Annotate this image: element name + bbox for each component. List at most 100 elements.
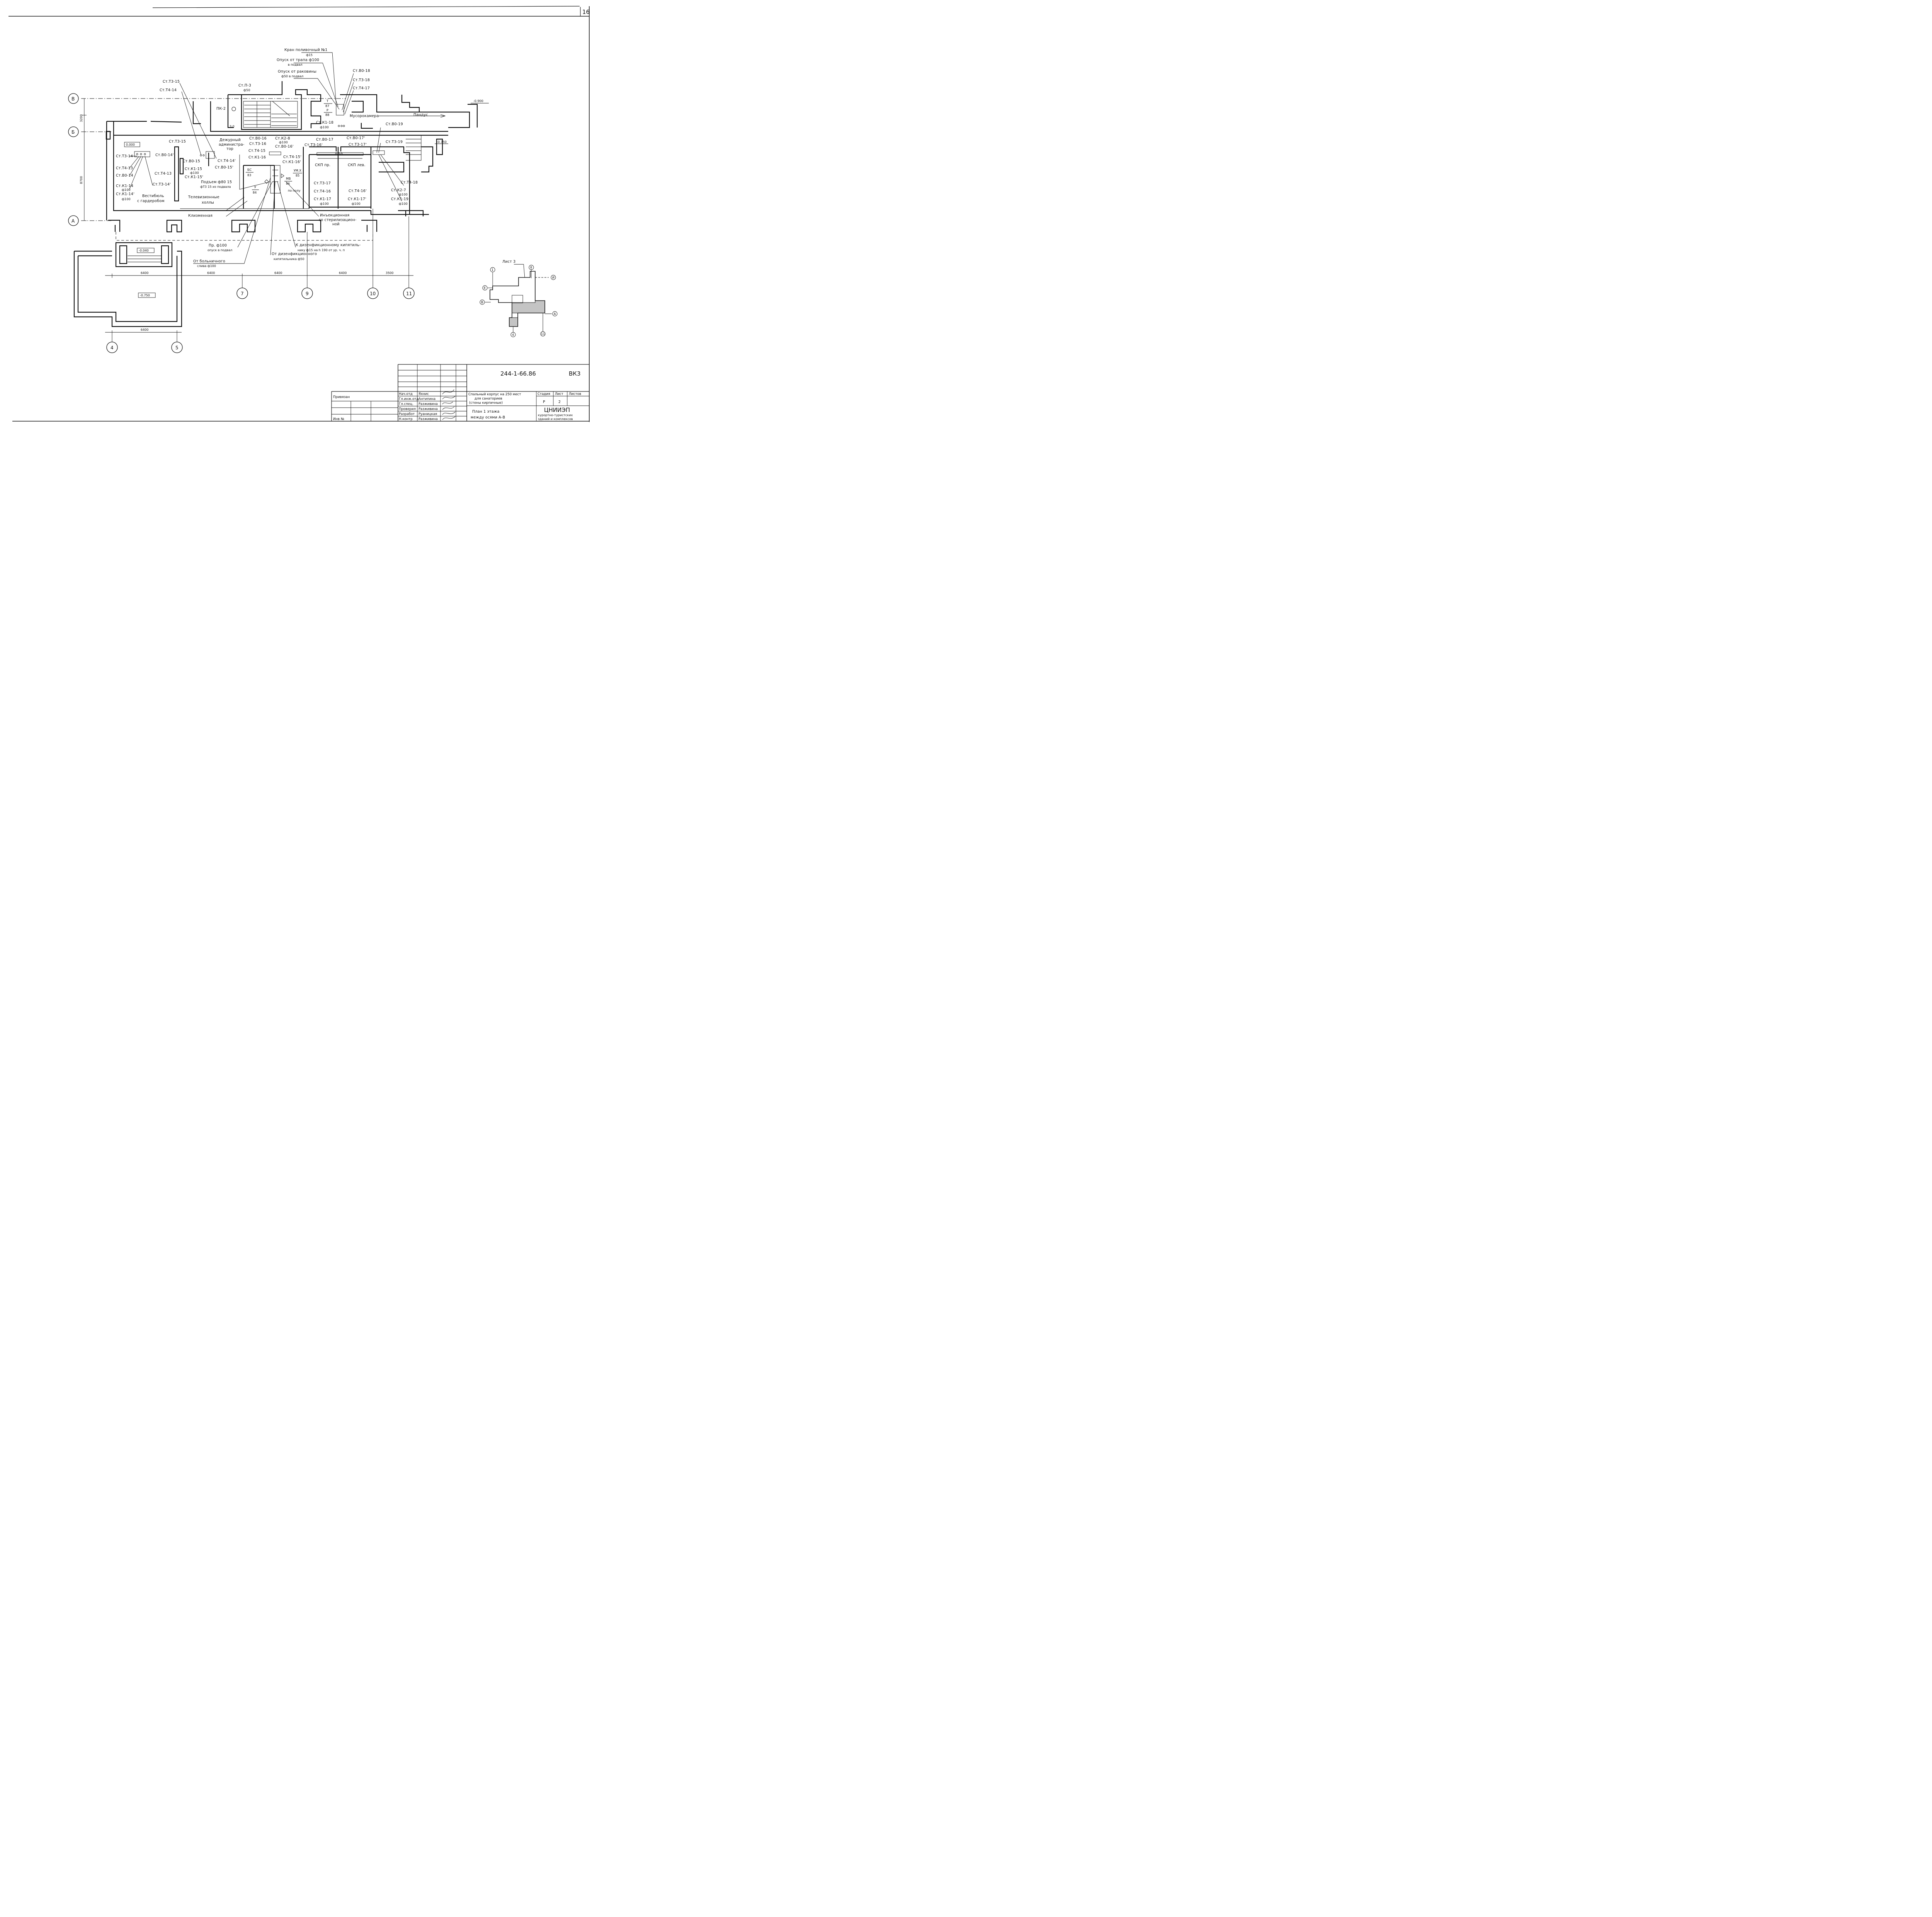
note-drain-trap-2: в подвал — [288, 63, 303, 66]
leader-lines — [129, 52, 404, 264]
org-name-3: зданий и комплексов — [538, 417, 573, 421]
axis-label-b: Б — [71, 129, 75, 135]
inv-label: Инв № — [333, 417, 344, 421]
axis-bubble-v — [68, 93, 79, 104]
drawing-mark: ВК3 — [569, 370, 580, 377]
note-mv: МВ — [286, 177, 291, 180]
title-block: 244-1-66.86 ВК3 Привязан Инв № Нач.отд Г… — [331, 364, 589, 421]
note-86: 86 — [286, 182, 290, 185]
axis-bubble-7 — [236, 287, 248, 299]
key-plan: Лист 3 1 8 И Е В А 4 11 — [480, 260, 558, 337]
riser-label: ф100 — [320, 126, 329, 129]
axis-label-9: 9 — [306, 291, 309, 296]
note-drain-sink-2: ф50 в подвал — [281, 75, 303, 78]
riser-label: Ст.К1-16' — [282, 160, 301, 164]
name-6: Разживина — [418, 417, 438, 421]
axis-bubble-11 — [403, 287, 415, 299]
note-drain-sink-1: Опуск от раковины — [278, 70, 316, 74]
note-t87: Т — [326, 99, 328, 103]
room-labels: Вестибюль с гардеробом Телевизионные хол… — [137, 107, 428, 226]
name-1: Яхнис — [418, 392, 429, 396]
privyazan-label: Привязан — [333, 395, 350, 399]
riser-label: Ст.Т4-13 — [116, 166, 133, 170]
axis-label-v: В — [71, 96, 75, 102]
note-umh: УМ.Х — [294, 169, 301, 172]
level-0750-b: -0.750 — [140, 294, 150, 297]
room-vestibule-2: с гардеробом — [137, 199, 165, 203]
keyplan-title: Лист 3 — [502, 260, 515, 264]
role-3: Гл.спец. — [399, 402, 413, 406]
dim-bottom-4: 6400 — [339, 271, 347, 275]
note-from-boiler-1: От дизенфикционного — [272, 252, 317, 256]
keyplan-label-a: А — [554, 312, 556, 316]
riser-label: Ст.В0-15 — [183, 159, 200, 163]
riser-label: Ст.К1-14 — [116, 184, 133, 188]
floor-plan-walls — [73, 81, 478, 327]
axis-label-11: 11 — [406, 291, 412, 296]
riser-label: ф50 — [243, 88, 250, 92]
riser-label: Ст.Т4-15' — [283, 155, 301, 159]
level-0000: 0.000 — [126, 143, 135, 146]
riser-label: ф100 — [320, 202, 329, 206]
room-injection-1: Инъекционная — [320, 213, 349, 218]
room-enema: Клизменная — [188, 214, 213, 218]
room-vestibule-1: Вестибюль — [142, 194, 164, 198]
riser-label: Ст.К1-15' — [185, 175, 203, 179]
riser-label: Ст.Т3-14' — [153, 182, 171, 187]
note-pr-2: опуск в подвал — [207, 248, 232, 252]
riser-label: Ст.Т4-17 — [353, 86, 370, 90]
room-tv-hall-2: холлы — [202, 201, 214, 205]
note-30: 3.0 — [230, 125, 235, 128]
keyplan-hatched-lower — [509, 317, 518, 327]
sheet-frame: 16 — [9, 6, 590, 422]
role-6: Н.контр — [399, 417, 413, 421]
plan-title-1: План 1 этажа — [472, 410, 500, 414]
note-83: 83 — [247, 173, 251, 177]
axis-bubble-5 — [171, 342, 183, 353]
name-4: Разживина — [418, 407, 438, 411]
riser-label: Ст.В0-17 — [316, 138, 333, 142]
keyplan-label-11: 11 — [541, 332, 545, 336]
note-tap-1: Кран поливочный №1 — [284, 48, 328, 52]
sheet-header: Лист — [555, 392, 563, 396]
room-skp-right: СКП пр. — [315, 163, 330, 167]
note-riser-basement-2: фТ3 15 из подвала — [200, 185, 231, 189]
axis-bubble-a — [68, 215, 79, 226]
riser-label: Ст.К1-16 — [248, 155, 266, 160]
axis-label-4: 4 — [111, 345, 114, 350]
level-0750-a: -0.750 — [437, 140, 447, 144]
riser-label: Ст.В0-14 — [116, 173, 133, 178]
note-84: 84 — [253, 191, 257, 194]
keyplan-hatched-area — [512, 300, 545, 313]
room-duty-admin-3: тор — [226, 147, 233, 151]
plan-title-2: между осями А-В — [471, 415, 505, 420]
role-1: Нач.отд — [399, 392, 413, 396]
dim-bottom-3: 6400 — [274, 271, 282, 275]
note-riser-basement-1: Подъем ф80 15 — [201, 180, 232, 184]
riser-label: Ст.Т3-17' — [349, 143, 367, 147]
riser-label: Ст.К1-17 — [314, 197, 331, 201]
name-2: Антипина — [418, 397, 435, 401]
keyplan-label-v: В — [481, 301, 483, 304]
riser-label: Ст.В0-18 — [353, 69, 370, 73]
riser-label: Ст.Т4-15 — [248, 149, 265, 153]
note-u: У — [254, 185, 256, 189]
stage-header: Стадия — [537, 392, 550, 396]
keyplan-label-i: И — [552, 276, 554, 279]
equipment-symbols — [134, 104, 385, 194]
dim-lower: 6400 — [141, 328, 148, 332]
riser-label: ф100 — [352, 202, 361, 206]
note-pr-1: Пр. ф100 — [209, 243, 227, 248]
riser-label: Ст.Т3-15 — [163, 80, 180, 84]
axis-bubble-10 — [367, 287, 379, 299]
riser-label: Ст.Т4-18 — [401, 180, 418, 185]
stage-value: Р — [543, 400, 545, 404]
axis-grid: 3200 8700 В Б А 6400 6400 6400 6400 3500… — [68, 93, 415, 353]
object-name-3: (стены кирпичные) — [469, 401, 503, 405]
role-2: Гл.инж.отд — [399, 397, 418, 401]
note-88: 88 — [325, 113, 329, 117]
note-hospital-1: От больничного — [193, 259, 225, 264]
signature-marks — [442, 389, 456, 420]
level-0040: -0.040 — [139, 249, 149, 252]
page-number: 16 — [582, 9, 590, 15]
